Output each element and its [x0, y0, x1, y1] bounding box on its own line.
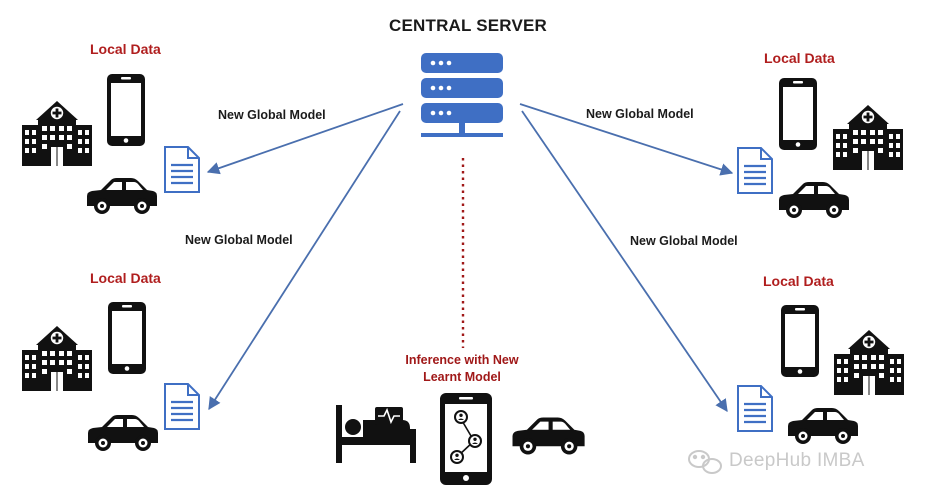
edge-label-bottom-right: New Global Model	[630, 234, 738, 248]
server-rack-icon	[421, 53, 503, 137]
arrow-top-left	[206, 103, 404, 175]
inference-cluster	[336, 393, 585, 485]
client-bottom-right	[736, 305, 904, 444]
document-icon	[163, 382, 201, 431]
inference-label-line2: Learnt Model	[423, 370, 501, 384]
inference-label-line1: Inference with New	[405, 353, 519, 367]
inference-label: Inference with New Learnt Model	[394, 352, 530, 386]
local-data-label-top-left: Local Data	[90, 41, 161, 57]
client-top-right	[736, 78, 903, 218]
document-icon	[736, 146, 774, 195]
smartphone-icon	[781, 305, 819, 377]
hospital-icon	[833, 105, 903, 170]
client-top-left	[22, 74, 201, 214]
document-icon	[163, 145, 201, 194]
car-icon	[512, 417, 585, 455]
local-data-label-bottom-left: Local Data	[90, 270, 161, 286]
smartphone-icon	[107, 74, 145, 146]
client-bottom-left	[22, 302, 201, 451]
arrow-top-right	[519, 103, 734, 176]
hospital-icon	[22, 326, 92, 391]
arrow-bottom-left	[208, 110, 401, 411]
document-icon	[736, 384, 774, 433]
smartphone-icon	[779, 78, 817, 150]
edge-label-top-right: New Global Model	[586, 107, 694, 121]
smartphone-network-icon	[440, 393, 492, 485]
car-icon	[788, 408, 858, 444]
edge-label-top-left: New Global Model	[218, 108, 326, 122]
hospital-icon	[22, 101, 92, 166]
local-data-label-bottom-right: Local Data	[763, 273, 834, 289]
edge-label-bottom-left: New Global Model	[185, 233, 293, 247]
local-data-label-top-right: Local Data	[764, 50, 835, 66]
car-icon	[87, 178, 157, 214]
arrow-bottom-right	[521, 110, 728, 413]
wechat-logo-icon	[688, 450, 722, 474]
patient-bed-icon	[336, 405, 416, 463]
smartphone-icon	[108, 302, 146, 374]
car-icon	[88, 415, 158, 451]
central-server-title: CENTRAL SERVER	[389, 16, 548, 35]
watermark-text: DeepHub IMBA	[729, 450, 865, 471]
hospital-icon	[834, 330, 904, 395]
global-model-arrows	[206, 103, 734, 413]
car-icon	[779, 182, 849, 218]
